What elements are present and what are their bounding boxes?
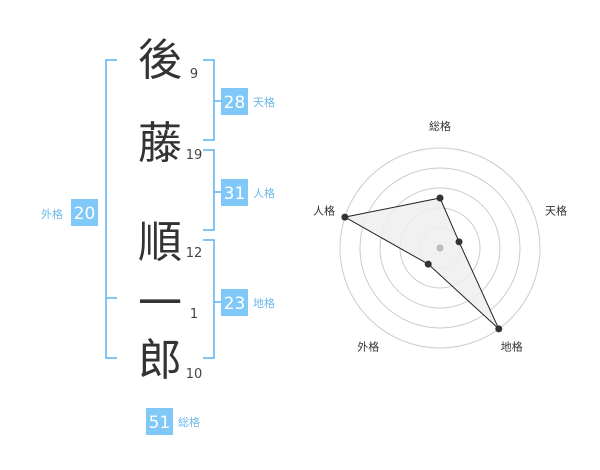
- character-5-strokes: 10: [186, 367, 203, 382]
- jinkaku-badge: 31 人格: [221, 179, 275, 206]
- brackets: [105, 59, 221, 359]
- soukaku-box: [146, 408, 173, 435]
- tenkaku-box: [221, 88, 248, 115]
- character-4-glyph: 一: [138, 278, 182, 329]
- soukaku-value: 51: [149, 413, 171, 433]
- chikaku-label: 地格: [253, 296, 275, 310]
- gaikaku-value: 20: [74, 204, 96, 224]
- character-4: 一 1: [138, 278, 198, 329]
- radar-point-3: [495, 325, 503, 333]
- soukaku-label: 総格: [178, 415, 200, 429]
- jinkaku-label: 人格: [253, 186, 275, 200]
- radar-ring-4: [359, 167, 521, 329]
- jinkaku-value: 31: [224, 184, 246, 204]
- character-2: 藤 19: [138, 118, 202, 169]
- radar-point-1: [436, 194, 444, 202]
- character-1-glyph: 後: [138, 35, 182, 86]
- gaikaku-bracket: [105, 59, 117, 359]
- radar-polygon: [343, 197, 500, 330]
- radar-ring-3: [379, 187, 501, 309]
- tenkaku-bracket: [203, 59, 215, 141]
- chikaku-value: 23: [224, 294, 246, 314]
- name-characters: 後 9 藤 19 順 12 一 1 郎 10: [138, 35, 202, 386]
- character-4-strokes: 1: [190, 307, 198, 322]
- character-2-glyph: 藤: [138, 118, 182, 169]
- gaikaku-badge: 外格 20: [41, 199, 98, 226]
- gaikaku-label: 外格: [41, 207, 63, 221]
- chikaku-box: [221, 289, 248, 316]
- gaikaku-box: [71, 199, 98, 226]
- radar-point-2: [455, 238, 463, 246]
- radar-axis-label-2: 天格: [545, 203, 567, 217]
- chikaku-bracket: [203, 239, 215, 359]
- character-5: 郎 10: [138, 335, 202, 386]
- character-3-glyph: 順: [138, 217, 182, 268]
- character-5-glyph: 郎: [138, 335, 182, 386]
- character-3: 順 12: [138, 217, 202, 268]
- jinkaku-box: [221, 179, 248, 206]
- radar-axis-label-1: 総格: [429, 119, 451, 133]
- jinkaku-bracket: [203, 149, 215, 231]
- character-1-strokes: 9: [190, 67, 198, 82]
- radar-ring-5: [339, 147, 541, 349]
- tenkaku-label: 天格: [253, 95, 275, 109]
- radar-center-dot: [436, 244, 444, 252]
- tenkaku-badge: 28 天格: [221, 88, 275, 115]
- tenkaku-value: 28: [224, 93, 246, 113]
- character-3-strokes: 12: [186, 246, 203, 261]
- chikaku-badge: 23 地格: [221, 289, 275, 316]
- radar-axis-label-3: 地格: [501, 340, 523, 354]
- character-2-strokes: 19: [186, 148, 203, 163]
- radar-axis-label-5: 人格: [313, 203, 335, 217]
- character-1: 後 9: [138, 35, 198, 86]
- radar-axis-label-4: 外格: [357, 340, 379, 354]
- radar-point-4: [424, 260, 432, 268]
- radar-point-5: [341, 213, 349, 221]
- soukaku-badge: 51 総格: [146, 408, 200, 435]
